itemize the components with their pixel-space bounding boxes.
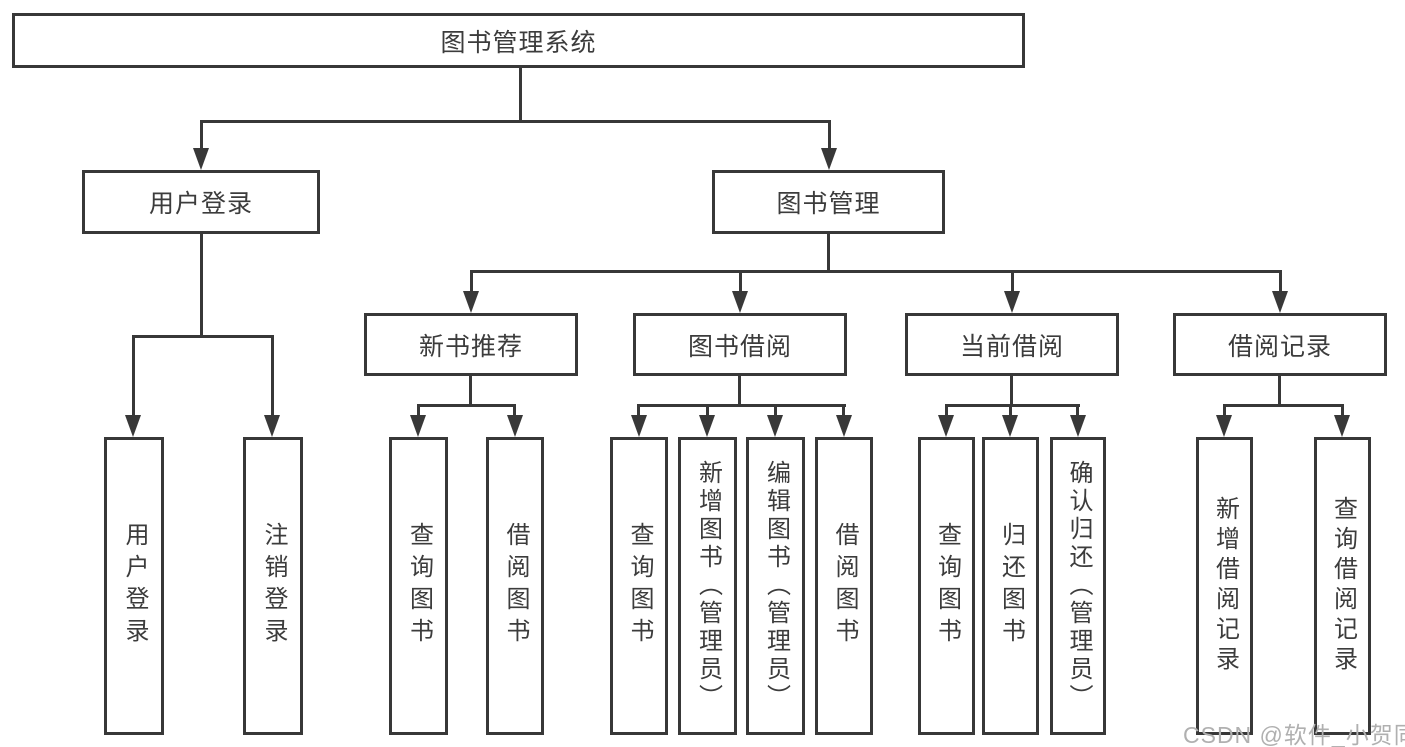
connector-current-borrow-stub xyxy=(1010,375,1013,407)
node-label: 新增借阅记录 xyxy=(1211,496,1239,676)
arrow-down-icon xyxy=(821,148,837,170)
node-label: 查询借阅记录 xyxy=(1329,496,1357,676)
arrow-down-icon xyxy=(463,291,479,313)
connector-stem-user-login-leaf xyxy=(132,335,135,417)
node-label: 注销登录 xyxy=(260,522,287,650)
arrow-down-icon xyxy=(1070,415,1086,437)
node-book-management: 图书管理 xyxy=(712,170,945,234)
connector-stem-book-management xyxy=(828,120,831,150)
connector-level2-branch xyxy=(200,120,830,123)
node-borrow-books-recommend: 借阅图书 xyxy=(486,437,544,735)
node-borrow-records: 借阅记录 xyxy=(1173,313,1387,376)
node-edit-book-admin: 编辑图书（管理员） xyxy=(746,437,805,735)
node-confirm-return-admin: 确认归还（管理员） xyxy=(1050,437,1106,735)
node-label: 编辑图书（管理员） xyxy=(762,460,790,712)
connector-book-management-stub xyxy=(827,234,830,270)
connector-root-stub xyxy=(519,67,522,120)
node-user-login: 用户登录 xyxy=(82,170,320,234)
arrow-down-icon xyxy=(631,415,647,437)
connector-stem-current-borrow xyxy=(1011,270,1014,293)
connector-stem xyxy=(637,404,640,417)
node-query-books-borrow: 查询图书 xyxy=(610,437,668,735)
node-library-management-system: 图书管理系统 xyxy=(12,13,1025,68)
arrow-down-icon xyxy=(732,291,748,313)
node-book-borrow: 图书借阅 xyxy=(633,313,847,376)
connector-stem xyxy=(945,404,948,417)
node-borrow-books-leaf: 借阅图书 xyxy=(815,437,873,735)
node-label: 用户登录 xyxy=(148,190,253,218)
arrow-down-icon xyxy=(767,415,783,437)
connector-level3-branch xyxy=(470,270,1281,273)
arrow-down-icon xyxy=(125,415,141,437)
connector-current-borrow-branch xyxy=(945,404,1080,407)
node-label: 用户登录 xyxy=(121,522,148,650)
connector-stem xyxy=(513,404,516,417)
connector-stem xyxy=(1009,404,1012,417)
node-logout: 注销登录 xyxy=(243,437,303,735)
node-label: 借阅记录 xyxy=(1227,332,1332,361)
connector-stem xyxy=(1223,404,1226,417)
node-label: 图书借阅 xyxy=(687,332,792,361)
node-current-borrow: 当前借阅 xyxy=(905,313,1119,376)
arrow-down-icon xyxy=(193,148,209,170)
node-label: 新增图书（管理员） xyxy=(694,460,722,712)
arrow-down-icon xyxy=(938,415,954,437)
connector-stem-borrow-records xyxy=(1279,270,1282,293)
node-label: 新书推荐 xyxy=(418,332,523,361)
node-label: 查询图书 xyxy=(626,522,653,650)
arrow-down-icon xyxy=(1334,415,1350,437)
connector-book-borrow-branch xyxy=(638,404,846,407)
connector-stem xyxy=(706,404,709,417)
node-label: 图书管理系统 xyxy=(440,28,597,57)
arrow-down-icon xyxy=(699,415,715,437)
connector-stem xyxy=(842,404,845,417)
arrow-down-icon xyxy=(1002,415,1018,437)
node-query-books-current: 查询图书 xyxy=(918,437,975,735)
connector-new-book-stub xyxy=(469,375,472,407)
connector-stem-new-book-recommend xyxy=(470,270,473,293)
node-return-books: 归还图书 xyxy=(982,437,1039,735)
arrow-down-icon xyxy=(507,415,523,437)
connector-stem xyxy=(417,404,420,417)
node-label: 查询图书 xyxy=(933,522,961,650)
arrow-down-icon xyxy=(410,415,426,437)
connector-borrow-records-branch xyxy=(1223,404,1344,407)
node-label: 查询图书 xyxy=(405,522,433,650)
connector-book-borrow-stub xyxy=(738,375,741,407)
arrow-down-icon xyxy=(836,415,852,437)
node-add-book-admin: 新增图书（管理员） xyxy=(678,437,737,735)
node-add-borrow-record: 新增借阅记录 xyxy=(1196,437,1253,735)
connector-stem xyxy=(774,404,777,417)
node-query-borrow-record: 查询借阅记录 xyxy=(1314,437,1371,735)
connector-stem xyxy=(1341,404,1344,417)
node-label: 图书管理 xyxy=(776,190,881,218)
node-label: 确认归还（管理员） xyxy=(1065,460,1092,712)
node-label: 借阅图书 xyxy=(502,522,529,650)
connector-new-book-branch xyxy=(417,404,516,407)
connector-stem-user-login xyxy=(200,120,203,150)
connector-user-login-branch xyxy=(132,335,274,338)
node-label: 归还图书 xyxy=(997,522,1025,650)
connector-stem-book-borrow xyxy=(739,270,742,293)
node-query-books-recommend: 查询图书 xyxy=(389,437,448,735)
connector-stem-logout xyxy=(271,335,274,417)
connector-borrow-records-stub xyxy=(1278,375,1281,407)
node-label: 当前借阅 xyxy=(959,332,1064,361)
connector-stem xyxy=(1076,404,1079,417)
arrow-down-icon xyxy=(1004,291,1020,313)
connector-user-login-stub xyxy=(200,234,203,335)
node-new-book-recommend: 新书推荐 xyxy=(364,313,578,376)
arrow-down-icon xyxy=(264,415,280,437)
arrow-down-icon xyxy=(1216,415,1232,437)
arrow-down-icon xyxy=(1272,291,1288,313)
csdn-watermark: CSDN @软件_小贺同学 xyxy=(1183,722,1405,747)
node-user-login-leaf: 用户登录 xyxy=(104,437,164,735)
node-label: 借阅图书 xyxy=(831,522,858,650)
